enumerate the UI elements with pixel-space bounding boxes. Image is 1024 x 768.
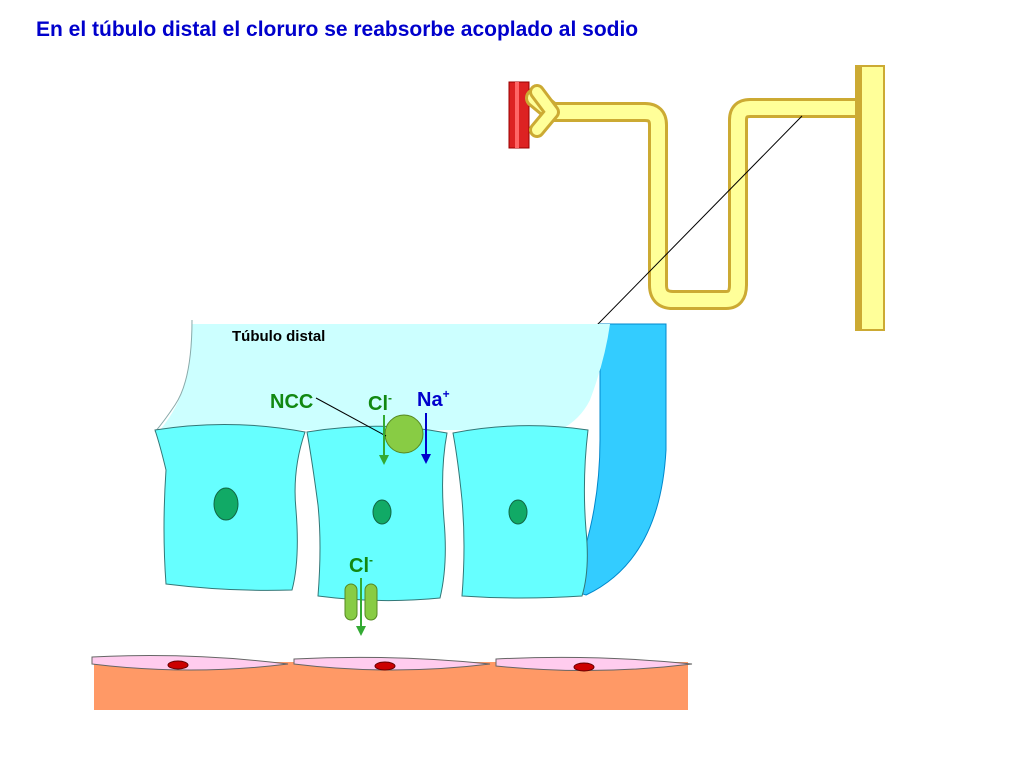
na-label: Na+ — [417, 387, 450, 411]
endothelial-cell-left — [91, 655, 289, 671]
tubule-section: Túbulo distal NCC Cl- Na+ Cl- — [154, 319, 667, 636]
ncc-label: NCC — [270, 391, 313, 413]
cl-basal-label: Cl- — [349, 553, 373, 577]
tubule-wall — [569, 323, 667, 596]
cl-apical-label: Cl- — [368, 391, 392, 415]
ncc-transporter — [384, 414, 424, 454]
ncc-pointer-line — [315, 397, 387, 437]
endothelial-nucleus-middle — [374, 661, 396, 671]
nephron-schematic — [508, 65, 885, 375]
tubule-label: Túbulo distal — [232, 328, 325, 345]
endothelial-nucleus-left — [167, 660, 189, 670]
nucleus-right — [508, 499, 528, 525]
nucleus-left — [213, 487, 239, 521]
cl-channel-right — [364, 583, 378, 621]
nephron-tubule — [525, 88, 872, 310]
cl-channel-left — [344, 583, 358, 621]
interstitium — [91, 655, 693, 710]
endothelial-cell-right — [495, 656, 693, 672]
nucleus-middle — [372, 499, 392, 525]
page-title: En el túbulo distal el cloruro se reabso… — [36, 18, 639, 41]
tubule-lumen — [160, 320, 610, 430]
endothelial-nucleus-right — [573, 662, 595, 672]
